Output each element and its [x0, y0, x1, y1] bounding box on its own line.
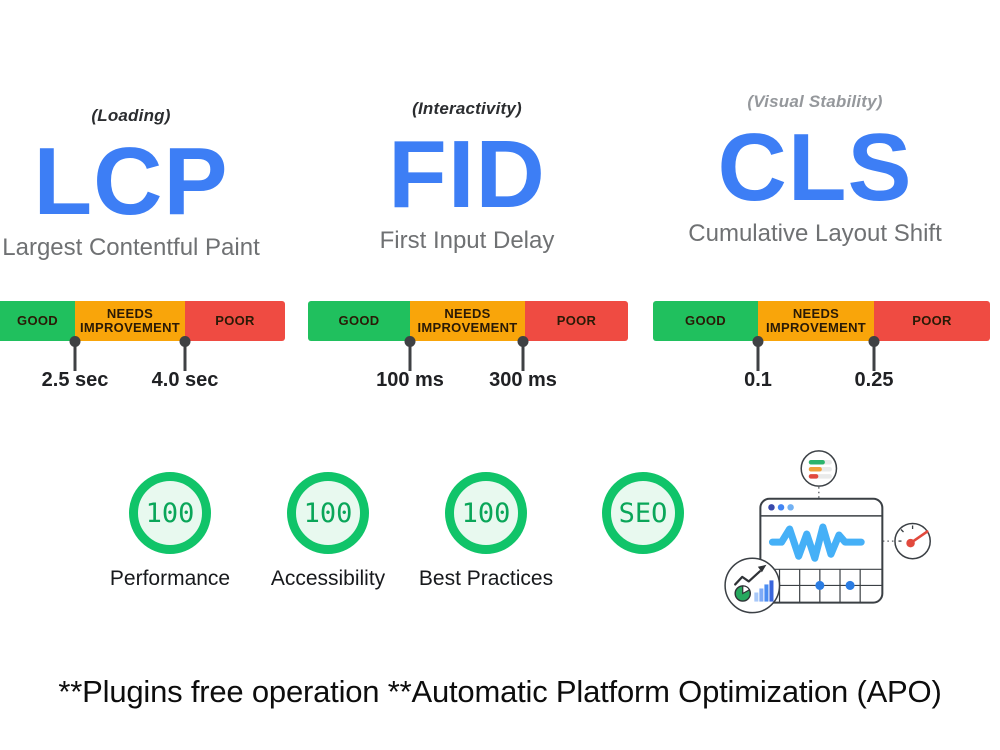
cls-good-label: GOOD: [685, 313, 726, 328]
lcp-good-label: GOOD: [17, 313, 58, 328]
fid-good-label: GOOD: [338, 313, 380, 328]
metric-lcp-abbr: LCP: [33, 128, 229, 235]
cls-threshold1-value: 0.1: [744, 369, 772, 391]
cls-poor-segment: POOR: [874, 301, 990, 341]
fid-poor-segment: POOR: [525, 301, 628, 341]
seo-score-value: SEO: [618, 497, 668, 529]
lcp-needs-segment: NEEDS IMPROVEMENT: [75, 301, 185, 341]
cls-needs-segment: NEEDS IMPROVEMENT: [758, 301, 874, 341]
cls-threshold-bar: GOOD NEEDS IMPROVEMENT POOR: [653, 301, 990, 341]
fid-threshold2-marker-icon: [517, 336, 529, 371]
lcp-threshold-bar: GOOD NEEDS IMPROVEMENT POOR: [0, 301, 285, 341]
cls-poor-label: POOR: [912, 313, 952, 328]
fid-good-segment: GOOD: [308, 301, 410, 341]
footer-note: **Plugins free operation **Automatic Pla…: [58, 674, 942, 709]
lcp-threshold1-marker-icon: [69, 336, 81, 371]
lcp-good-segment: GOOD: [0, 301, 75, 341]
lcp-poor-segment: POOR: [185, 301, 285, 341]
seo-score-badge: SEO: [602, 472, 684, 554]
accessibility-score-label: Accessibility: [270, 567, 386, 590]
metric-cls: (Visual Stability) CLS Cumulative Layout…: [665, 92, 965, 248]
fid-needs-label: NEEDS IMPROVEMENT: [417, 306, 518, 335]
metric-lcp-name: Largest Contentful Paint: [2, 233, 260, 261]
metric-fid-category: (Interactivity): [412, 99, 522, 118]
fid-needs-segment: NEEDS IMPROVEMENT: [410, 301, 525, 341]
lcp-threshold1-value: 2.5 sec: [41, 369, 109, 391]
speedometer-icon: [882, 522, 931, 560]
metric-fid: (Interactivity) FID First Input Delay: [317, 99, 617, 255]
cls-threshold1-marker-icon: [752, 336, 764, 371]
waveform-icon: [768, 523, 865, 562]
fid-threshold-bar: GOOD NEEDS IMPROVEMENT POOR: [308, 301, 628, 341]
metric-cls-abbr: CLS: [717, 114, 913, 221]
metric-cls-category: (Visual Stability): [747, 92, 883, 111]
performance-score-badge: 100: [129, 472, 211, 554]
metric-fid-name: First Input Delay: [379, 226, 555, 254]
best-practices-score-badge: 100: [445, 472, 527, 554]
cls-good-segment: GOOD: [653, 301, 758, 341]
fid-threshold2-value: 300 ms: [489, 369, 557, 391]
vitals-legend-badge-icon: [800, 450, 838, 498]
analytics-growth-icon: [724, 557, 781, 614]
accessibility-score-badge: 100: [287, 472, 369, 554]
metric-lcp-category: (Loading): [91, 106, 171, 125]
performance-score-value: 100: [145, 497, 195, 529]
metric-cls-name: Cumulative Layout Shift: [688, 219, 942, 247]
fid-poor-label: POOR: [556, 313, 597, 328]
metric-fid-abbr: FID: [388, 121, 546, 228]
website-monitoring-illustration: [724, 450, 931, 614]
lcp-threshold2-value: 4.0 sec: [151, 369, 219, 391]
lcp-needs-label: NEEDS IMPROVEMENT: [79, 306, 181, 335]
cls-threshold2-marker-icon: [868, 336, 880, 371]
accessibility-score-value: 100: [303, 497, 353, 529]
best-practices-score-value: 100: [461, 497, 511, 529]
best-practices-score-label: Best Practices: [418, 567, 554, 590]
fid-threshold1-marker-icon: [404, 336, 416, 371]
metric-lcp: (Loading) LCP Largest Contentful Paint: [0, 106, 281, 262]
cls-needs-label: NEEDS IMPROVEMENT: [765, 306, 867, 335]
performance-score-label: Performance: [109, 567, 231, 590]
cls-threshold2-value: 0.25: [854, 369, 894, 391]
lcp-threshold2-marker-icon: [179, 336, 191, 371]
fid-threshold1-value: 100 ms: [376, 369, 444, 391]
lcp-poor-label: POOR: [215, 313, 255, 328]
